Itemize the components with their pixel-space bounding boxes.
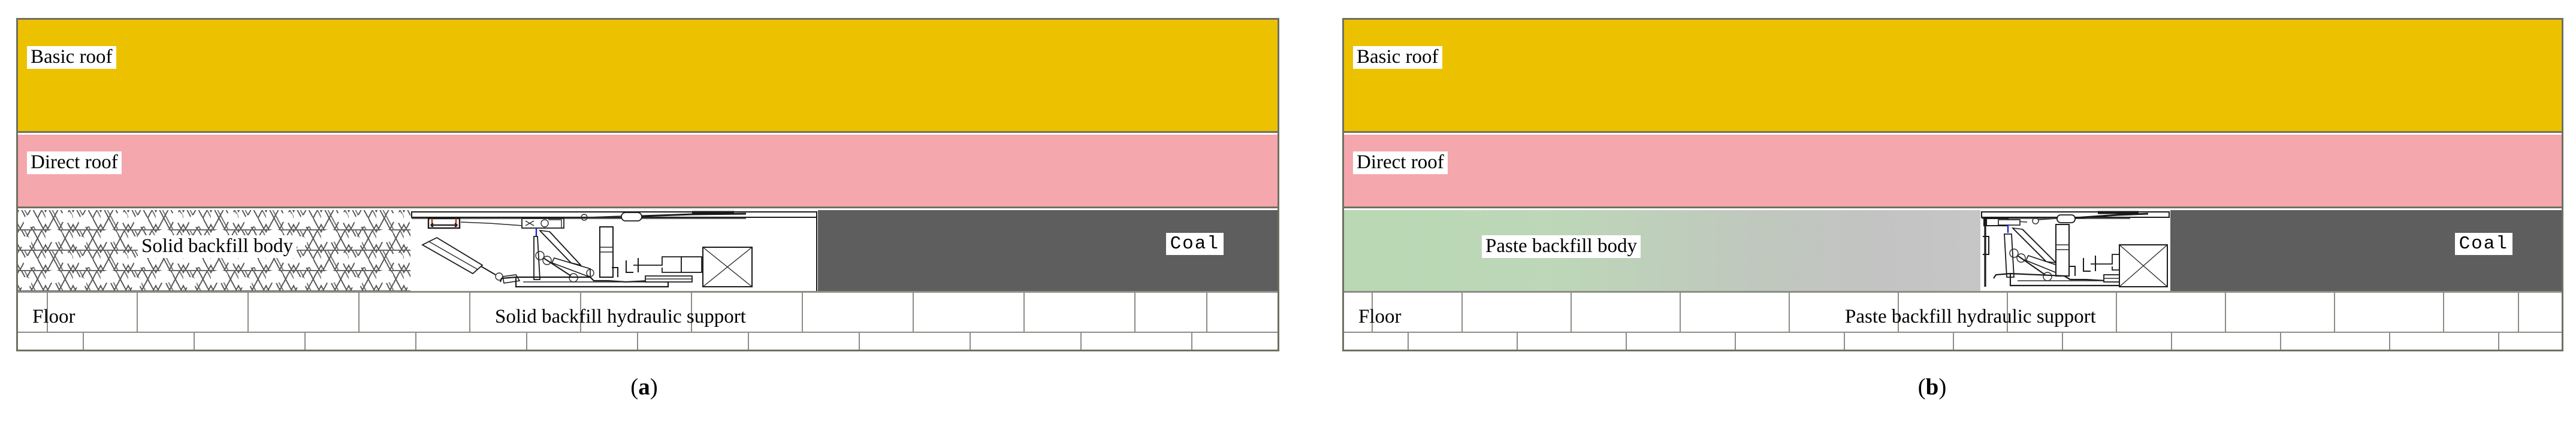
label-paste-backfill-body-b: Paste backfill body <box>1482 235 1641 258</box>
floor-brick <box>416 333 527 350</box>
floor-brick <box>1681 293 1790 332</box>
layer-basic-roof-a: Basic roof <box>18 20 1278 133</box>
floor-brick <box>195 333 306 350</box>
floor-brick <box>84 333 195 350</box>
floor-brick <box>1518 333 1627 350</box>
label-floor-a: Floor <box>32 306 76 327</box>
label-basic-roof-a: Basic roof <box>27 46 116 69</box>
floor-brick <box>2444 293 2519 332</box>
solid-backfill-body-a: Solid backfill body <box>18 210 410 291</box>
floor-brick <box>2063 333 2172 350</box>
paste-backfill-body-b: Paste backfill body <box>1344 210 1980 291</box>
floor-brick <box>2226 293 2335 332</box>
label-basic-roof-b: Basic roof <box>1353 46 1442 69</box>
floor-brick <box>1845 333 1954 350</box>
caption-b: (b) <box>1288 374 2576 400</box>
floor-brick <box>2117 293 2226 332</box>
label-floor-b: Floor <box>1358 306 1402 327</box>
floor-brick <box>1373 293 1463 332</box>
hydraulic-support-art-b <box>1980 210 2170 291</box>
floor-brick-row-upper-b: Floor Paste backfill hydraulic support <box>1344 293 2562 333</box>
floor-brick <box>249 293 360 332</box>
floor-brick <box>360 293 470 332</box>
floor-brick <box>2281 333 2390 350</box>
floor-brick-row-upper-a: Floor Solid backfill hydraulic support <box>18 293 1278 333</box>
floor-brick <box>803 293 914 332</box>
floor-brick <box>1954 333 2063 350</box>
floor-brick <box>749 333 860 350</box>
panel-a-solid-backfill: Basic roof Direct roof Solid backfill bo… <box>0 18 1288 400</box>
floor-brick <box>1627 333 1736 350</box>
floor-brick <box>1463 293 1572 332</box>
caption-a: (a) <box>0 374 1288 400</box>
floor-brick <box>2390 333 2499 350</box>
floor-brick <box>527 333 638 350</box>
label-direct-roof-b: Direct roof <box>1353 151 1448 174</box>
caption-b-close: ) <box>1938 374 1947 400</box>
floor-brick <box>2172 333 2281 350</box>
layer-direct-roof-a: Direct roof <box>18 135 1278 208</box>
floor-brick <box>1736 333 1845 350</box>
floor-brick <box>1899 293 2008 332</box>
floor-brick <box>306 333 416 350</box>
label-coal-b: Coal <box>2454 233 2512 256</box>
label-direct-roof-a: Direct roof <box>27 151 122 174</box>
coal-seam-a: Coal <box>818 210 1278 291</box>
hydraulic-support-a <box>410 210 818 291</box>
caption-a-close: ) <box>650 374 658 400</box>
label-support-b: Paste backfill hydraulic support <box>1845 306 2096 327</box>
floor-b: Floor Paste backfill hydraulic support <box>1344 291 2562 350</box>
floor-brick <box>2335 293 2444 332</box>
floor-brick <box>914 293 1025 332</box>
hydraulic-support-b <box>1980 210 2170 291</box>
hydraulic-support-art-a <box>410 210 818 291</box>
label-support-a: Solid backfill hydraulic support <box>495 306 746 327</box>
layer-basic-roof-b: Basic roof <box>1344 20 2562 133</box>
floor-brick <box>18 293 48 332</box>
seam-row-b: Paste backfill body <box>1344 210 2562 291</box>
floor-brick <box>1082 333 1192 350</box>
floor-brick <box>638 333 749 350</box>
floor-brick <box>138 293 249 332</box>
caption-b-letter: b <box>1925 374 1939 400</box>
floor-brick <box>1344 333 1409 350</box>
caption-b-open: ( <box>1917 374 1926 400</box>
diagram-b: Basic roof Direct roof Paste backfill bo… <box>1342 18 2563 351</box>
floor-brick <box>860 333 971 350</box>
floor-brick <box>48 293 138 332</box>
floor-brick <box>1344 293 1373 332</box>
panel-b-paste-backfill: Basic roof Direct roof Paste backfill bo… <box>1288 0 2576 431</box>
floor-brick <box>1025 293 1136 332</box>
floor-brick-row-lower-b <box>1344 333 2562 350</box>
caption-a-letter: a <box>638 374 650 400</box>
label-solid-backfill-body-a: Solid backfill body <box>138 235 297 258</box>
floor-brick <box>2008 293 2117 332</box>
floor-brick <box>692 293 803 332</box>
caption-a-open: ( <box>630 374 639 400</box>
layer-direct-roof-b: Direct roof <box>1344 135 2562 208</box>
floor-brick <box>1136 293 1207 332</box>
floor-brick <box>18 333 84 350</box>
floor-brick-row-lower-a <box>18 333 1278 350</box>
floor-brick <box>581 293 692 332</box>
floor-brick <box>1572 293 1681 332</box>
diagram-a: Basic roof Direct roof Solid backfill bo… <box>16 18 1279 351</box>
seam-row-a: Solid backfill body <box>18 210 1278 291</box>
label-coal-a: Coal <box>1165 233 1224 256</box>
floor-brick <box>1790 293 1899 332</box>
floor-brick <box>1409 333 1518 350</box>
floor-a: Floor Solid backfill hydraulic support <box>18 291 1278 350</box>
floor-brick <box>971 333 1082 350</box>
floor-brick <box>470 293 581 332</box>
coal-seam-b: Coal <box>2170 210 2562 291</box>
